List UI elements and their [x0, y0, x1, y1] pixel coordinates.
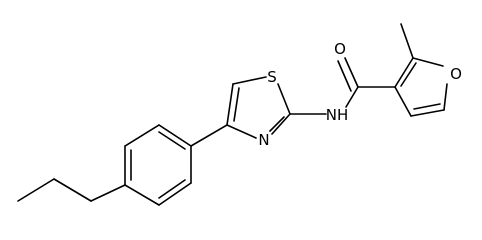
bond: [158, 124, 192, 147]
furan-ring: [394, 57, 448, 117]
bond: [443, 83, 448, 111]
double-bond: [158, 179, 186, 199]
bond: [226, 83, 234, 126]
bond: [90, 184, 126, 202]
bond: [158, 182, 192, 206]
double-bond: [400, 62, 417, 87]
bond: [53, 178, 92, 202]
bond: [124, 124, 160, 147]
atom-label-nitrogen: N: [258, 131, 269, 149]
bond: [345, 86, 359, 108]
double-bond: [344, 57, 359, 88]
benzene-ring: [124, 124, 192, 206]
atom-label-amide-nh: NH: [326, 106, 349, 124]
double-bond: [269, 116, 285, 132]
bond: [394, 57, 414, 88]
carbonyl: [337, 57, 359, 92]
bond: [17, 178, 55, 202]
double-bond: [158, 131, 186, 150]
bond: [232, 76, 267, 85]
bond: [226, 124, 257, 139]
thiazole-ring: [226, 76, 291, 139]
atom-label-oxygen-carbonyl: O: [334, 40, 346, 58]
bond: [271, 113, 291, 135]
bond: [394, 86, 412, 117]
methyl-bond: [400, 23, 414, 59]
atom-label-oxygen-furan: O: [450, 65, 462, 83]
propyl-chain: [17, 178, 126, 202]
bond: [190, 124, 228, 147]
bond: [412, 57, 444, 67]
double-bond: [337, 60, 352, 92]
double-bond: [233, 87, 240, 122]
atom-label-sulfur: S: [267, 68, 277, 86]
bond: [410, 109, 445, 117]
double-bond: [413, 103, 441, 110]
molecule-diagram: O O S N NH: [17, 23, 462, 206]
bond: [277, 83, 291, 115]
structure-canvas: O O S N NH: [17, 23, 462, 206]
bond: [124, 184, 160, 206]
